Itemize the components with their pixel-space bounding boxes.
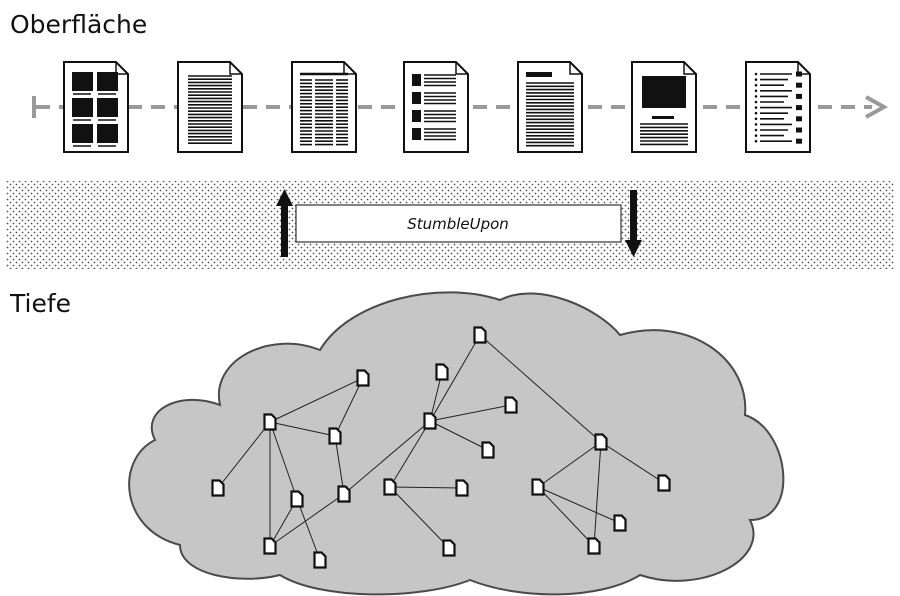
network-link xyxy=(537,486,621,524)
stumbleupon-box: StumbleUpon xyxy=(295,204,622,243)
document-node-icon xyxy=(442,539,456,557)
network-link xyxy=(479,334,602,443)
document-node-icon xyxy=(356,369,370,387)
network-edges xyxy=(217,334,665,561)
network-link xyxy=(334,377,364,437)
document-node-icon xyxy=(657,474,671,492)
network-link xyxy=(217,421,271,489)
depth-label: Tiefe xyxy=(9,289,71,318)
document-node-icon xyxy=(328,427,342,445)
surface-page-text-icon xyxy=(177,61,243,153)
depth-cloud xyxy=(128,291,785,596)
network-link xyxy=(389,420,431,488)
network-link xyxy=(429,334,481,422)
document-node-icon xyxy=(531,478,545,496)
network-link xyxy=(296,498,321,561)
surface-page-columns-icon xyxy=(291,61,357,153)
network-link xyxy=(389,486,450,549)
surface-page-list-icon xyxy=(403,61,469,153)
document-node-icon xyxy=(473,326,487,344)
network-link xyxy=(429,404,512,422)
network-link xyxy=(537,486,595,547)
surface-label: Oberfläche xyxy=(10,10,147,39)
network-link xyxy=(389,486,463,489)
network-link xyxy=(269,377,364,423)
arrow-down-icon xyxy=(625,190,642,257)
document-node-icon xyxy=(504,396,518,414)
network-link xyxy=(593,441,602,547)
document-node-icon xyxy=(290,490,304,508)
surface-page-bulleted-icon xyxy=(745,61,811,153)
document-node-icon xyxy=(313,551,327,569)
network-link xyxy=(429,420,489,451)
network-link xyxy=(537,441,602,488)
document-node-icon xyxy=(263,537,277,555)
surface-page-media-icon xyxy=(631,61,697,153)
document-node-icon xyxy=(455,479,469,497)
document-node-icon xyxy=(481,441,495,459)
document-node-icon xyxy=(383,478,397,496)
network-link xyxy=(343,420,431,495)
document-node-icon xyxy=(435,363,449,381)
network-nodes xyxy=(211,326,671,569)
document-node-icon xyxy=(263,413,277,431)
surface-pages xyxy=(63,61,811,153)
document-node-icon xyxy=(423,412,437,430)
document-node-icon xyxy=(337,485,351,503)
network-link xyxy=(269,421,298,500)
document-node-icon xyxy=(211,479,225,497)
network-link xyxy=(269,493,345,547)
stumbleupon-label: StumbleUpon xyxy=(407,215,509,233)
arrow-up-icon xyxy=(276,189,293,257)
surface-page-article-icon xyxy=(517,61,583,153)
document-node-icon xyxy=(594,433,608,451)
network-link xyxy=(334,435,345,495)
document-node-icon xyxy=(613,514,627,532)
document-node-icon xyxy=(587,537,601,555)
network-link xyxy=(600,441,665,484)
surface-page-grid-icon xyxy=(63,61,129,153)
network-link xyxy=(269,421,336,437)
